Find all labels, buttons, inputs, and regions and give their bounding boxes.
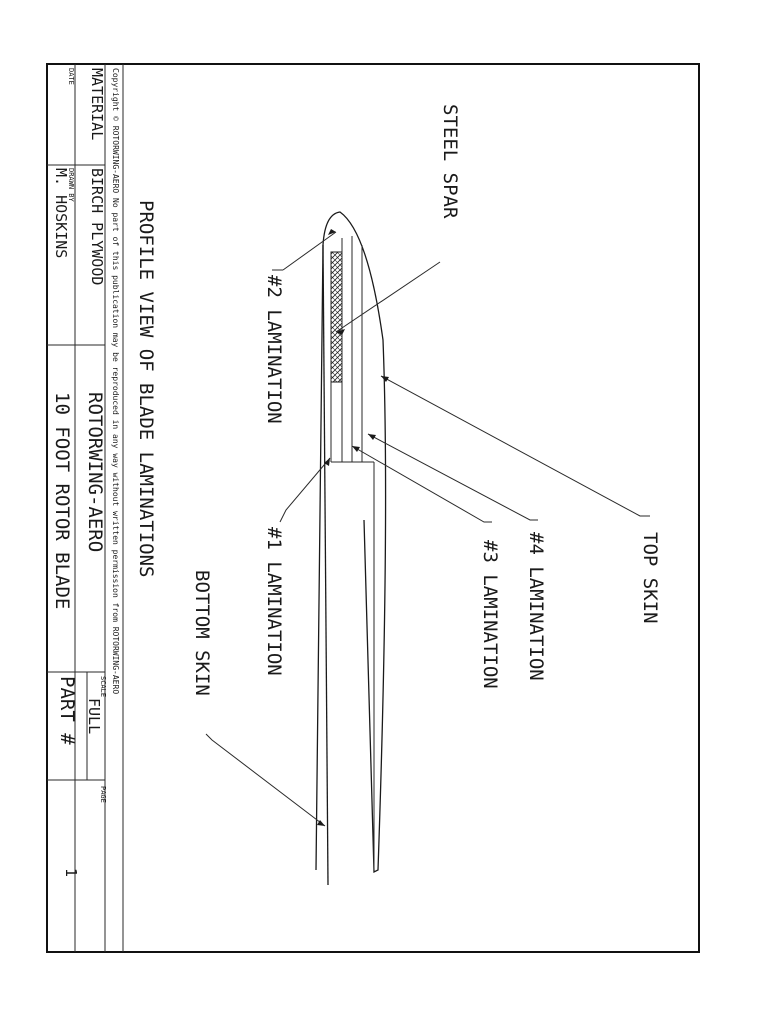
page-label: PAGE bbox=[99, 786, 107, 803]
drawn-by-value: M. HOSKINS bbox=[52, 168, 70, 258]
steel-spar bbox=[330, 251, 343, 383]
drawing-title: PROFILE VIEW OF BLADE LAMINATIONS bbox=[135, 200, 157, 578]
label-lamination-4: #4 LAMINATION bbox=[525, 532, 547, 681]
label-bottom-skin: BOTTOM SKIN bbox=[191, 570, 213, 696]
part-number-label: PART # bbox=[56, 676, 78, 745]
company-name: ROTORWING-AERO bbox=[84, 392, 106, 552]
label-steel-spar: STEEL SPAR bbox=[439, 104, 461, 219]
label-lamination-3: #3 LAMINATION bbox=[479, 540, 501, 689]
drawing-border bbox=[46, 63, 700, 953]
scale-label: SCALE bbox=[99, 676, 107, 697]
blade-outline bbox=[315, 211, 387, 874]
material-label: MATERIAL bbox=[88, 68, 106, 140]
blade-profile bbox=[315, 211, 387, 886]
scale-value: FULL bbox=[85, 698, 103, 734]
label-lamination-2: #2 LAMINATION bbox=[263, 275, 285, 424]
part-name: 10 FOOT ROTOR BLADE bbox=[51, 392, 73, 609]
label-lamination-1: #1 LAMINATION bbox=[263, 527, 285, 676]
leader-lines bbox=[205, 229, 650, 827]
drawn-by-label: DRAWN BY bbox=[67, 168, 75, 203]
title-block bbox=[47, 64, 124, 952]
page-number: 1 bbox=[62, 868, 80, 877]
label-top-skin: TOP SKIN bbox=[639, 532, 661, 624]
bottom-skin-line bbox=[322, 244, 329, 886]
material-value: BIRCH PLYWOOD bbox=[88, 168, 106, 285]
date-label: DATE bbox=[67, 68, 75, 85]
copyright-notice: Copyright © ROTORWING-AERO No part of th… bbox=[111, 68, 120, 694]
